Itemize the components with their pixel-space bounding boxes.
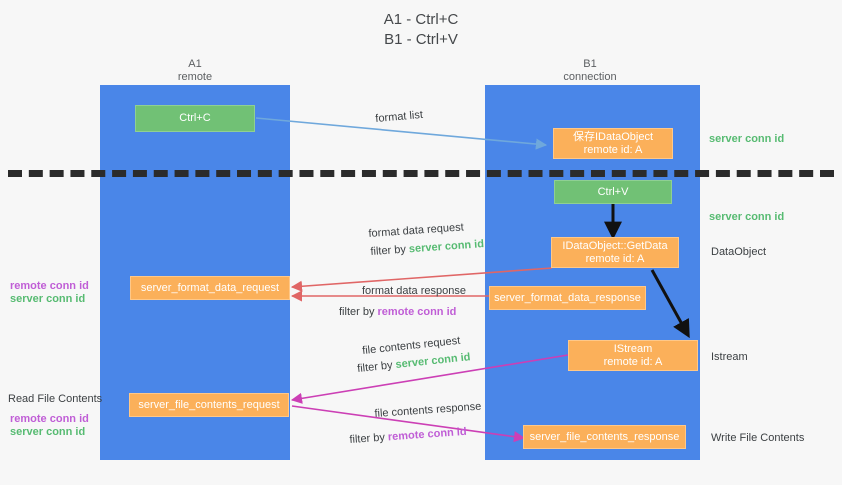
- node-server-file-contents-response-label: server_file_contents_response: [529, 430, 680, 443]
- edge-label-format-data-response: format data response: [362, 284, 466, 298]
- node-istream[interactable]: IStream remote id: A: [568, 340, 698, 371]
- annotation-server-conn-id-upper: server conn id: [10, 293, 86, 305]
- arrow-getdata-to-istream: [650, 269, 690, 339]
- lane-a1-title: A1: [188, 58, 202, 70]
- annotation-server-conn-id-mid: server conn id: [709, 211, 785, 223]
- remote-conn-id-value: remote conn id: [377, 306, 457, 318]
- annotation-server-conn-id-top: server conn id: [709, 133, 785, 145]
- filter-prefix: filter by: [370, 243, 410, 259]
- node-server-format-data-response[interactable]: server_format_data_response: [489, 286, 646, 310]
- lane-b1-subtitle: connection: [563, 71, 617, 83]
- node-istream-label: IStream remote id: A: [603, 342, 663, 368]
- annotation-server-conn-id-lower: server conn id: [10, 426, 86, 438]
- annotation-dataobject: DataObject: [711, 246, 767, 258]
- arrow-file-contents-request: [290, 354, 569, 404]
- annotation-remote-conn-id-upper: remote conn id: [10, 280, 89, 292]
- annotation-read-file-contents: Read File Contents: [8, 393, 103, 405]
- node-idataobject-getdata-label: IDataObject::GetData remote id: A: [562, 239, 668, 265]
- arrow-format-list: [255, 117, 548, 150]
- filter-prefix: filter by: [349, 431, 389, 447]
- node-server-file-contents-request[interactable]: server_file_contents_request: [129, 393, 289, 417]
- title-line-1: A1 - Ctrl+C: [383, 11, 459, 28]
- title-line-2: B1 - Ctrl+V: [384, 31, 458, 48]
- page-title: A1 - Ctrl+C B1 - Ctrl+V: [0, 10, 842, 50]
- lane-b1-title: B1: [583, 58, 597, 70]
- node-server-format-data-request[interactable]: server_format_data_request: [130, 276, 290, 300]
- format-data-response-text: format data response: [362, 285, 466, 297]
- node-server-format-data-response-label: server_format_data_response: [494, 291, 641, 304]
- node-server-format-data-request-label: server_format_data_request: [140, 281, 280, 294]
- node-server-file-contents-response[interactable]: server_file_contents_response: [523, 425, 686, 449]
- node-ctrl-c[interactable]: Ctrl+C: [135, 105, 255, 132]
- node-save-idataobject[interactable]: 保存IDataObject remote id: A: [553, 128, 673, 159]
- node-idataobject-getdata[interactable]: IDataObject::GetData remote id: A: [551, 237, 679, 268]
- annotation-write-file-contents: Write File Contents: [711, 432, 805, 444]
- lane-header-a1: A1 remote: [105, 58, 285, 84]
- arrow-file-contents-response: [291, 405, 526, 443]
- phase-divider: [8, 170, 834, 177]
- node-ctrl-v[interactable]: Ctrl+V: [554, 180, 672, 204]
- node-server-file-contents-request-label: server_file_contents_request: [138, 398, 280, 411]
- node-ctrl-v-label: Ctrl+V: [597, 185, 629, 198]
- edge-label-format-data-response-filter: filter by remote conn id: [339, 305, 456, 319]
- node-ctrl-c-label: Ctrl+C: [179, 112, 211, 124]
- lane-a1-subtitle: remote: [177, 71, 213, 83]
- lane-header-b1: B1 connection: [495, 58, 685, 84]
- node-save-idataobject-label: 保存IDataObject remote id: A: [572, 130, 654, 156]
- annotation-istream: Istream: [711, 351, 748, 363]
- arrow-format-data-request: [290, 267, 553, 292]
- annotation-remote-conn-id-lower: remote conn id: [10, 413, 89, 425]
- filter-prefix: filter by: [339, 306, 378, 318]
